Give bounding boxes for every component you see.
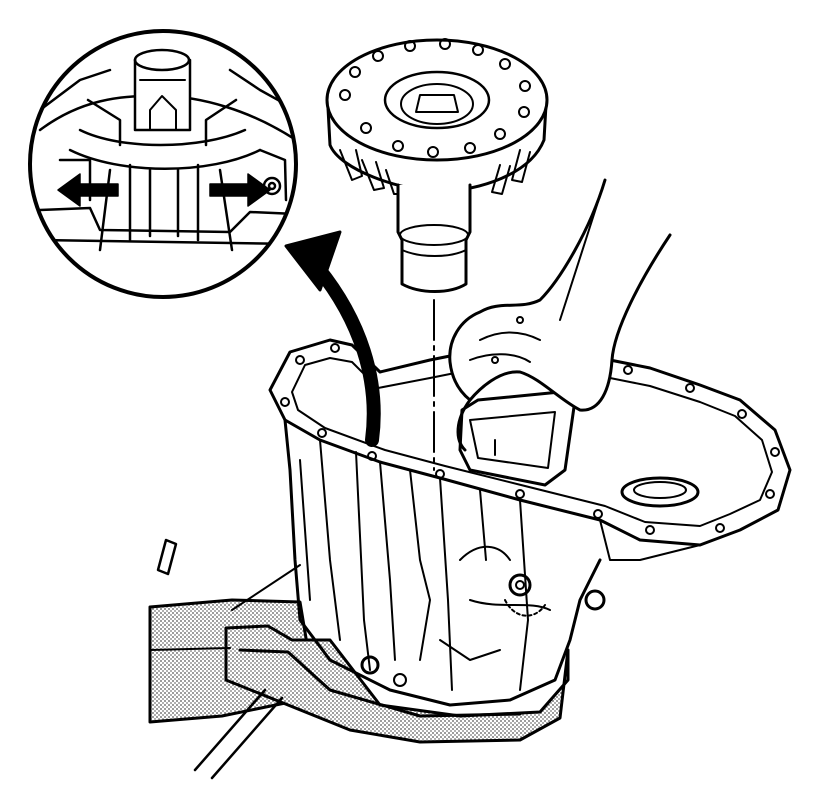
curved-arrow-icon (284, 230, 381, 447)
hand (448, 178, 672, 452)
transaxle-case (268, 338, 792, 707)
double-arrow-icon (57, 173, 271, 207)
vise-fixture (148, 538, 570, 780)
detail-view (28, 29, 298, 299)
differential-assembly (325, 38, 549, 471)
